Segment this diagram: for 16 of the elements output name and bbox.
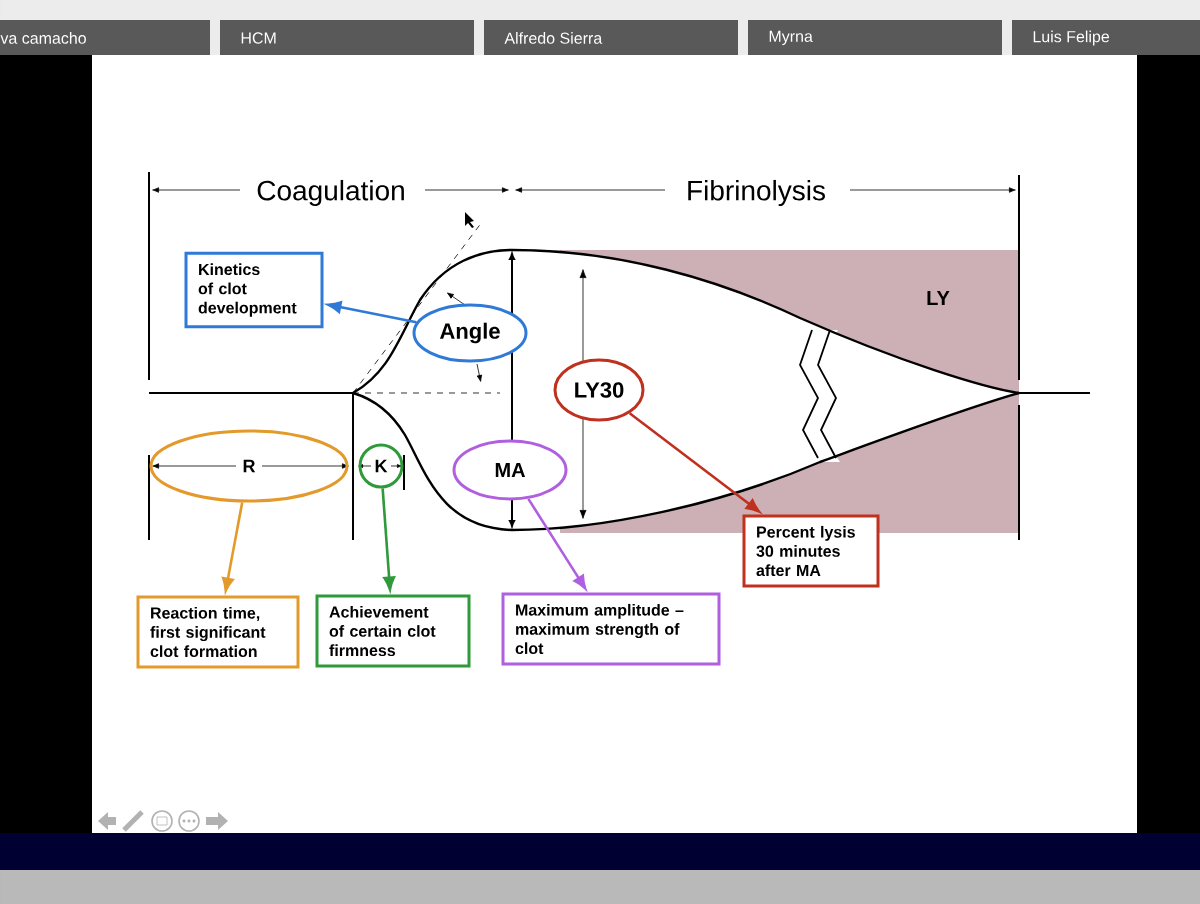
description-box: Percent lysis 30 minutes after MA: [742, 514, 880, 588]
participant-tile: HCM: [220, 20, 474, 55]
section-heading: Coagulation: [257, 179, 404, 207]
participant-tile: Myrna: [748, 20, 1002, 55]
description-box: Achievement of certain clot firmness: [315, 594, 471, 668]
arrow: [327, 301, 417, 324]
participant-tile: va camacho: [0, 20, 210, 55]
arrow: [527, 498, 587, 590]
participant-tile: Alfredo Sierra: [484, 20, 738, 55]
section-heading: Fibrinolysis: [688, 179, 825, 207]
participant-tile: Luis Felipe: [1012, 20, 1200, 55]
region-label: LY: [927, 291, 950, 305]
description-box: Maximum amplitude – maximum strength of clot: [501, 592, 721, 666]
arrow: [628, 412, 761, 513]
description-box: Kinetics of clot development: [184, 251, 324, 329]
description-box: Reaction time, first significant clot formation: [136, 595, 300, 669]
